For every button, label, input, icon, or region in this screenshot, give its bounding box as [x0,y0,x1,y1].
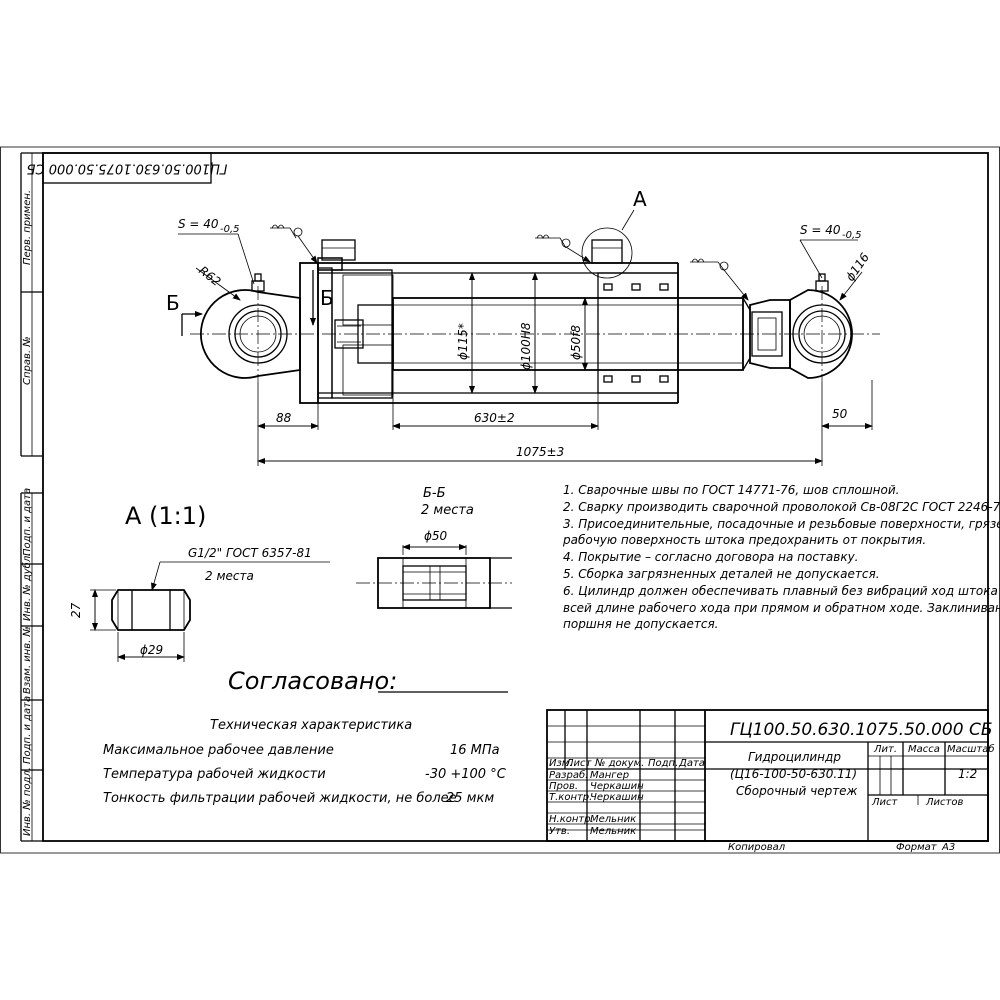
col-doc: № докум. [594,758,644,769]
name-utv: Мельник [590,826,636,837]
note-3: 3. Присоединительные, посадочные и резьб… [563,517,1000,531]
col-sign: Подп. [648,758,678,769]
sheet-frame [0,146,1000,854]
section-bb-title: Б-Б [423,486,446,501]
side-labels: Перв. примен. Справ. № Подп. и дата Инв.… [21,190,33,836]
name-prov: Черкашин [590,781,644,792]
side-label-inv-dubl: Инв. № дубл. [21,553,33,621]
side-label-perv-primen: Перв. примен. [22,190,33,265]
left-eye [199,273,301,382]
note-6-end: поршня не допускается. [563,617,719,631]
rotated-code: ГЦ100.50.630.1075.50.000 СБ [27,161,228,176]
d115-label: ϕ115* [456,323,470,360]
piston-rod [392,297,751,371]
note-6-cont: всей длине рабочего хода при прямом и об… [563,601,1000,615]
dim-1075: 1075±3 [516,445,564,459]
agreed-label: Согласовано: [228,667,397,695]
rotated-code-box: ГЦ100.50.630.1075.50.000 СБ [27,152,228,184]
scale-label: Масштаб [947,743,995,755]
spec-value-pressure: 16 МПа [450,743,500,758]
detail-a: А (1:1) G1/2" ГОСТ 6357-81 2 места 27 ϕ2… [69,502,330,662]
s-right-tol: -0,5 [842,230,862,241]
d116-label: ϕ116 [843,250,872,284]
section-b-left: Б [166,291,180,315]
weld-symbols [270,224,749,301]
view-a-label: А [633,187,647,211]
mass-label: Масса [908,744,940,755]
specs-title: Техническая характеристика [210,718,412,733]
lit-label: Лит. [873,744,897,755]
note-5: 5. Сборка загрязненных деталей не допуск… [563,567,880,581]
sheets-label: Листов [925,797,963,808]
side-label-podp-data-2: Подп. и дата [22,696,33,764]
role-prov: Пров. [549,781,578,792]
detail-a-title: А (1:1) [125,502,206,530]
dim-50: 50 [832,407,848,421]
dim-630: 630±2 [474,411,515,425]
designation: ГЦ100.50.630.1075.50.000 СБ [730,720,993,740]
note-2: 2. Сварку производить сварочной проволок… [563,500,1000,514]
section-b-right: Б [320,286,334,310]
right-eye [749,273,853,382]
spec-value-temperature: -30 +100 °С [425,767,507,782]
name-nkontr: Мельник [590,814,636,825]
detail-a-dim-27: 27 [69,602,83,618]
s-left-label: S = 40 [178,217,219,231]
spec-label-temperature: Температура рабочей жидкости [103,767,326,782]
title-line-1: Гидроцилиндр [748,750,841,764]
spec-label-pressure: Максимальное рабочее давление [103,743,334,758]
note-4: 4. Покрытие – согласно договора на поста… [563,550,859,564]
spec-label-filtration: Тонкость фильтрации рабочей жидкости, не… [103,791,457,806]
note-6: 6. Цилиндр должен обеспечивать плавный б… [563,584,1000,598]
role-nkontr: Н.контр. [549,814,594,825]
title-line-2: (Ц16-100-50-630.11) [730,767,857,781]
detail-a-dim-29: ϕ29 [140,643,163,657]
copied-label: Копировал [728,842,786,853]
format-value: А3 [941,842,955,853]
scale-value: 1:2 [958,767,977,781]
detail-a-places: 2 места [205,569,254,583]
title-line-3: Сборочный чертеж [736,784,858,798]
detail-a-thread: G1/2" ГОСТ 6357-81 [188,546,312,560]
side-label-inv-podl: Инв. № подл. [22,767,33,836]
note-3-cont: рабочую поверхность штока предохранить о… [562,533,926,547]
col-date: Дата [678,758,705,769]
specs-table: Техническая характеристика Максимальное … [103,718,507,806]
cylinder-main-view: А Б Б S = 40 -0,5 S = 40 -0,5 R62 ϕ116 ϕ… [166,187,880,466]
view-a-circle [581,227,633,279]
cylinder-tube [317,262,679,404]
col-list: Лист [565,758,593,769]
d100-label: ϕ100H8 [519,322,533,370]
col-izm: Изм. [549,758,573,769]
role-razrab: Разраб. [549,769,588,781]
sheet-label: Лист [871,797,899,808]
section-bb: Б-Б 2 места ϕ50 [356,486,512,609]
note-1: 1. Сварочные швы по ГОСТ 14771-76, шов с… [563,483,899,497]
bottom-captions: Копировал Формат А3 [728,842,955,853]
section-bb-places: 2 места [421,503,474,518]
name-tkontr: Черкашин [590,792,644,803]
format-label: Формат [896,842,938,853]
title-block: ГЦ100.50.630.1075.50.000 СБ Гидроцилиндр… [546,709,995,842]
s-right-label: S = 40 [800,223,841,237]
name-razrab: Мангер [590,770,629,781]
side-label-podp-data-1: Подп. и дата [22,488,33,556]
left-end-cap [299,239,394,404]
technical-notes: 1. Сварочные швы по ГОСТ 14771-76, шов с… [562,483,1000,631]
role-utv: Утв. [549,826,570,837]
agreed-block: Согласовано: [228,667,508,695]
section-bb-dim-50: ϕ50 [424,529,448,543]
role-tkontr: Т.контр. [549,792,592,803]
d50-label: ϕ50f8 [569,325,583,360]
side-label-vzam-inv: Взам. инв. № [22,626,33,694]
rod-gland [591,239,679,394]
side-label-sprav: Справ. № [22,336,33,385]
dim-88: 88 [276,411,292,425]
spec-value-filtration: 25 мкм [446,791,494,806]
s-left-tol: -0,5 [220,224,240,235]
